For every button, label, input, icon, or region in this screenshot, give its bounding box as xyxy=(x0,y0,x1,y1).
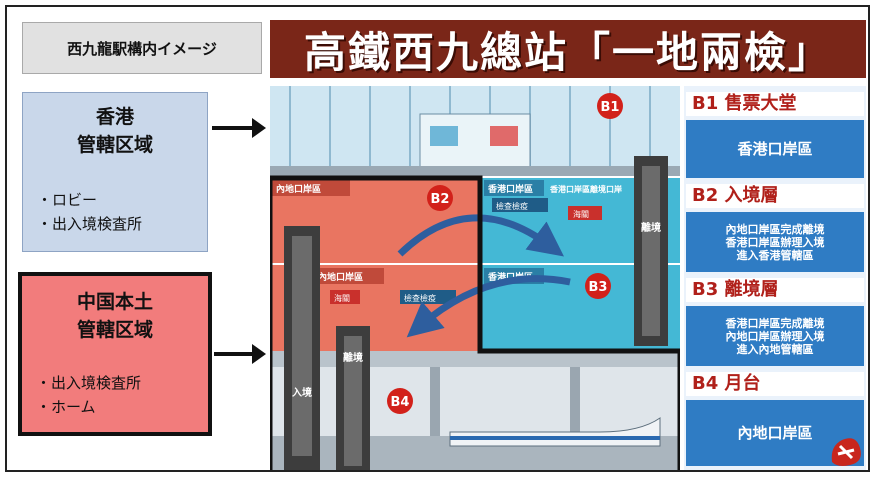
level-b2-heading: B2 入境層 xyxy=(686,184,864,208)
level-b3-line: 香港口岸區完成離境 xyxy=(725,316,825,330)
arrival-label: 入境 xyxy=(292,386,312,399)
seal-icon xyxy=(826,432,866,468)
cn-zone-arrow xyxy=(214,344,266,364)
b2-mainland-sign: 內地口岸區 xyxy=(276,183,321,195)
station-title-label: 西九龍駅構内イメージ xyxy=(22,22,262,74)
hk-zone-item: ・出入境検査所 xyxy=(37,215,143,233)
level-b4-heading: B4 月台 xyxy=(686,372,864,396)
b1-concourse: B1 xyxy=(270,86,680,176)
mainland-zone-outline xyxy=(270,175,680,470)
level-b1-line: 香港口岸區 xyxy=(737,140,813,158)
escalators: 入境 離境 離境 xyxy=(284,156,668,470)
departure-label: 離境 xyxy=(343,351,363,364)
departure-label-right: 離境 xyxy=(641,221,661,234)
level-b1-desc: 香港口岸區 xyxy=(686,120,864,178)
hk-zone-item: ・ロビー xyxy=(37,191,98,209)
cn-zone-item: ・ホーム xyxy=(36,398,96,416)
level-b4-line: 內地口岸區 xyxy=(737,424,813,442)
b1-badge: B1 xyxy=(601,100,620,115)
mainland-jurisdiction-box: 中国本土 管轄区域 ・出入境検査所 ・ホーム xyxy=(18,272,212,436)
cn-zone-item: ・出入境検査所 xyxy=(36,374,142,392)
station-illustration: B1 內地口岸區 香港口岸區 香港口岸區離境口岸 檢查檢疫 海關 B2 內地口岸… xyxy=(270,86,680,470)
b3-inspection-sign: 檢查檢疫 xyxy=(404,293,436,303)
level-b2-desc: 內地口岸區完成離境 香港口岸區辦理入境 進入香港管轄區 xyxy=(686,212,864,272)
hk-zone-arrow xyxy=(212,118,266,138)
levels-panel: B1 售票大堂 香港口岸區 B2 入境層 內地口岸區完成離境 香港口岸區辦理入境… xyxy=(684,86,866,470)
level-b3-heading: B3 離境層 xyxy=(686,278,864,302)
b2-inspection-sign: 檢查檢疫 xyxy=(496,201,528,211)
level-b2-line: 內地口岸區完成離境 xyxy=(725,222,825,236)
banner-title: 高鐵西九總站「一地兩檢」 xyxy=(270,20,866,78)
b2-level: 內地口岸區 香港口岸區 香港口岸區離境口岸 檢查檢疫 海關 B2 xyxy=(270,178,680,263)
b4-badge: B4 xyxy=(391,395,410,410)
b2-hk-sign: 香港口岸區 xyxy=(487,183,533,195)
hk-jurisdiction-box: 香港 管轄区域 ・ロビー ・出入境検査所 xyxy=(22,92,208,252)
cn-zone-title-1: 中国本土 xyxy=(76,291,153,313)
level-b2-line: 香港口岸區辦理入境 xyxy=(725,235,825,249)
cn-zone-title-2: 管轄区域 xyxy=(76,319,153,341)
b3-badge: B3 xyxy=(589,280,608,295)
level-b3-line: 內地口岸區辦理入境 xyxy=(725,329,825,343)
station-cross-section: B1 內地口岸區 香港口岸區 香港口岸區離境口岸 檢查檢疫 海關 B2 內地口岸… xyxy=(270,86,680,470)
b2-hk-departure-sign: 香港口岸區離境口岸 xyxy=(549,184,622,194)
level-b3-line: 進入內地管轄區 xyxy=(736,342,814,356)
level-b3-desc: 香港口岸區完成離境 內地口岸區辦理入境 進入內地管轄區 xyxy=(686,306,864,366)
hk-zone-title-1: 香港 xyxy=(95,106,134,128)
b2-customs-sign: 海關 xyxy=(573,209,589,219)
b2-badge: B2 xyxy=(431,192,450,207)
level-b2-line: 進入香港管轄區 xyxy=(736,248,814,262)
b3-level: 內地口岸區 香港口岸區 海關 檢查檢疫 B3 xyxy=(270,265,680,351)
b3-mainland-sign: 內地口岸區 xyxy=(318,271,363,283)
b3-customs-sign: 海關 xyxy=(334,293,350,303)
level-b1-heading: B1 售票大堂 xyxy=(686,92,864,116)
b4-platform: B4 xyxy=(270,351,680,470)
hk-zone-title-2: 管轄区域 xyxy=(76,134,153,156)
